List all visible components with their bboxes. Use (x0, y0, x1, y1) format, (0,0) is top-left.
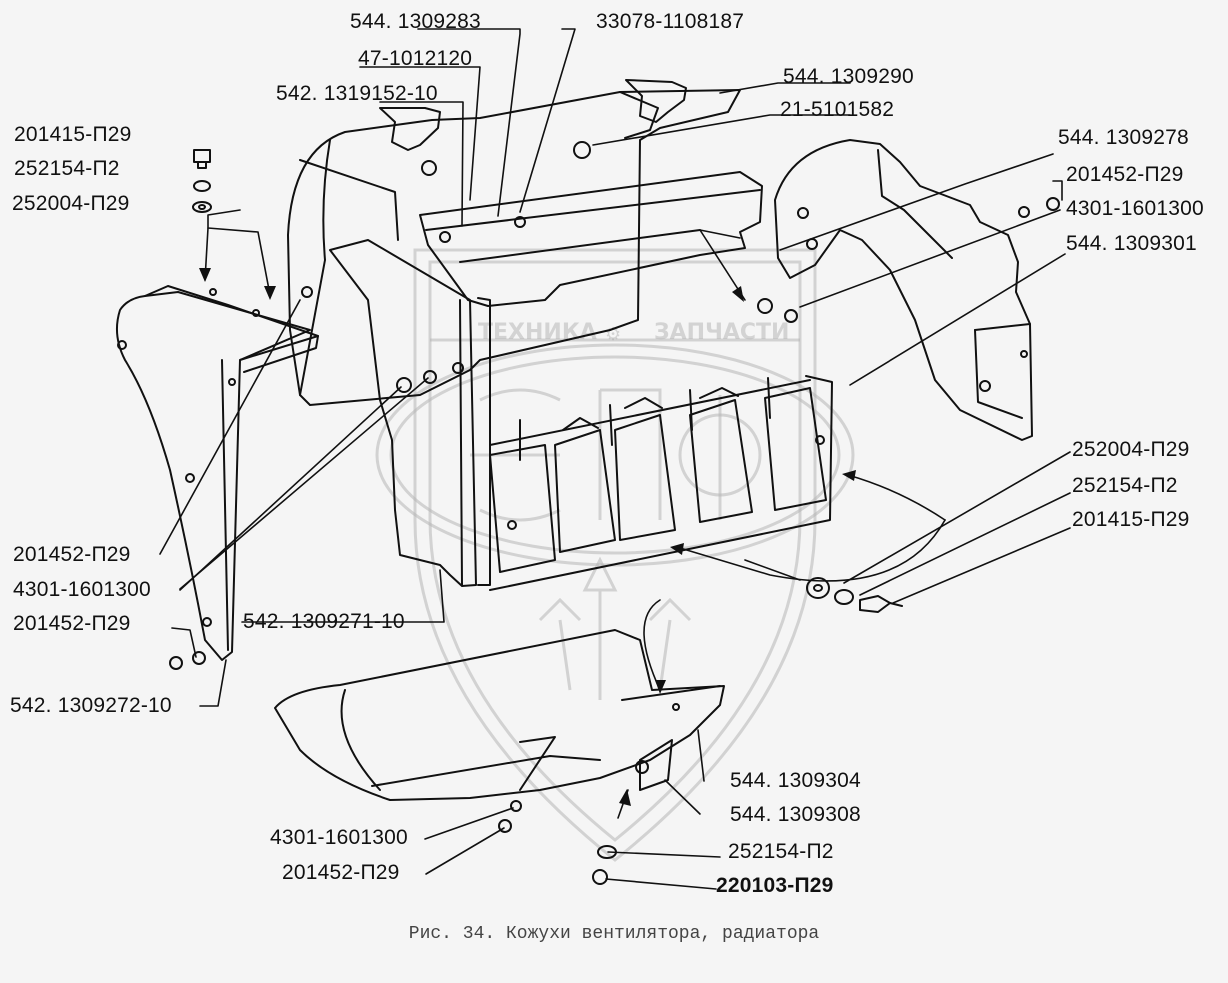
label-252004-p29-top: 252004-П29 (12, 192, 130, 215)
label-252004-p29-right: 252004-П29 (1072, 438, 1190, 461)
label-4301-1601300-left: 4301-1601300 (13, 578, 151, 601)
left-fan-shroud-part (115, 285, 319, 661)
label-544-1309304: 544. 1309304 (730, 769, 861, 792)
figure-caption: Рис. 34. Кожухи вентилятора, радиатора (408, 924, 820, 944)
bottom-shroud-part (274, 629, 725, 801)
label-542-1309272-10: 542. 1309272-10 (10, 694, 172, 717)
label-544-1309278: 544. 1309278 (1058, 126, 1189, 149)
label-544-1309290: 544. 1309290 (783, 65, 914, 88)
label-201452-p29-bottom: 201452-П29 (282, 861, 400, 884)
label-33078-1108187: 33078-1108187 (596, 10, 745, 33)
leader-lines (159, 28, 1071, 890)
label-252154-p2-right: 252154-П2 (1072, 474, 1178, 497)
label-4301-1601300-bottom: 4301-1601300 (270, 826, 408, 849)
label-201452-p29-left-1: 201452-П29 (13, 543, 131, 566)
watermark-left-text: ТЕХНИКА (478, 320, 597, 345)
label-252154-p2-top: 252154-П2 (14, 157, 120, 180)
label-220103-p29: 220103-П29 (716, 874, 834, 897)
radiator-guard-part (489, 377, 827, 573)
upper-fan-shroud-part (287, 79, 741, 406)
right-fan-shroud-part (774, 139, 1033, 441)
label-201452-p29-right: 201452-П29 (1066, 163, 1184, 186)
label-544-1309283: 544. 1309283 (350, 10, 481, 33)
fasteners (169, 149, 1060, 885)
label-252154-p2-bottom: 252154-П2 (728, 840, 834, 863)
label-4301-1601300-right: 4301-1601300 (1066, 197, 1204, 220)
label-201415-p29-right: 201415-П29 (1072, 508, 1190, 531)
label-544-1309308: 544. 1309308 (730, 803, 861, 826)
label-542-1309271-10: 542. 1309271-10 (243, 610, 405, 633)
arrow-heads (199, 268, 856, 806)
label-542-1319152-10: 542. 1319152-10 (276, 82, 438, 105)
watermark-right-text: ЗАПЧАСТИ (654, 320, 790, 345)
label-21-5101582: 21-5101582 (780, 98, 895, 121)
label-201415-p29-top: 201415-П29 (14, 123, 132, 146)
radiator-frame-part (329, 171, 833, 591)
label-201452-p29-left-2: 201452-П29 (13, 612, 131, 635)
label-544-1309301: 544. 1309301 (1066, 232, 1197, 255)
label-47-1012120: 47-1012120 (358, 47, 473, 70)
